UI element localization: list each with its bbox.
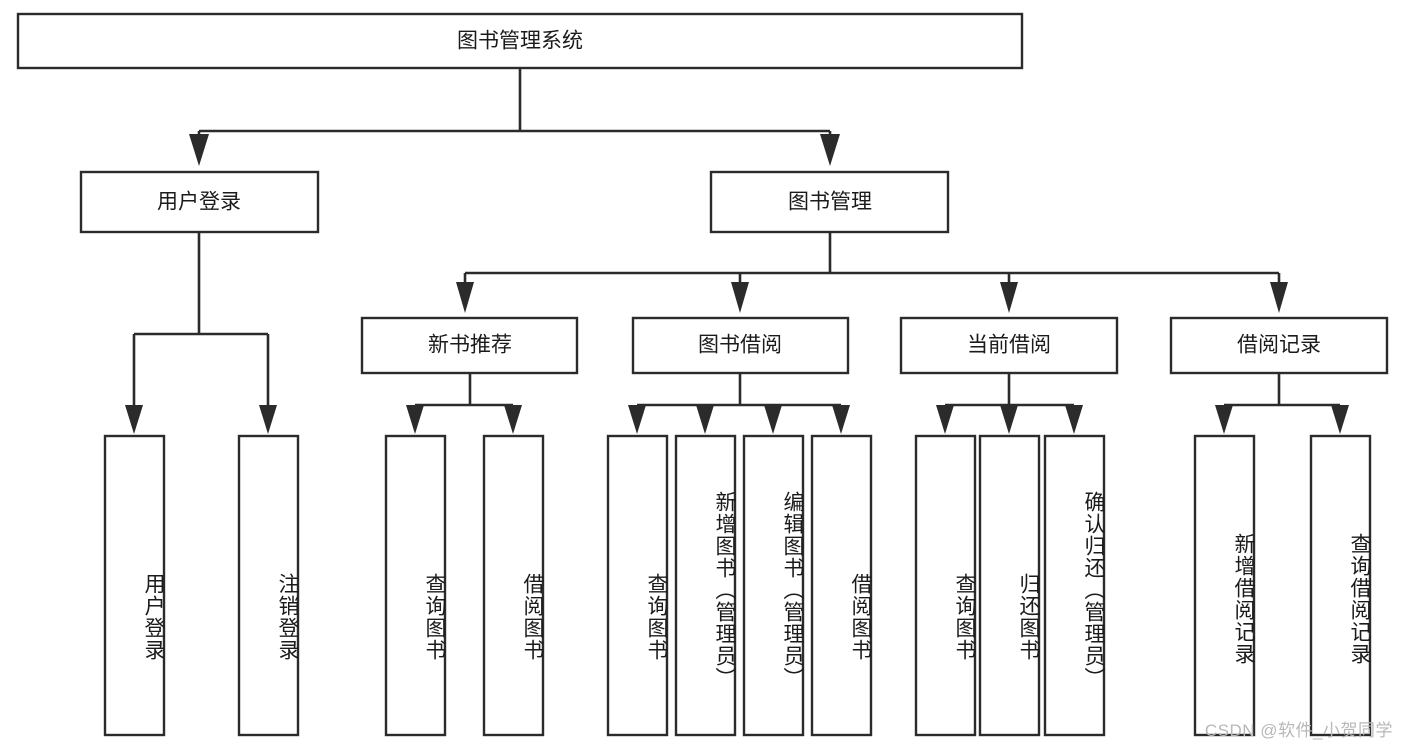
arrowhead-bb-leaf-3-icon: [764, 405, 782, 434]
arrowhead-br-leaf-2-icon: [1331, 405, 1349, 434]
leaf-box-bb-borrow-book[interactable]: [810, 434, 873, 737]
leaf-box-bb-query-book[interactable]: [606, 434, 669, 737]
arrowhead-book-mgmt-icon: [820, 134, 840, 166]
leaf-box-br-add-record[interactable]: [1193, 434, 1256, 737]
user-login-label: 用户登录: [157, 191, 241, 214]
arrowhead-current-borrow-icon: [1000, 282, 1018, 313]
arrowhead-book-borrow-icon: [731, 282, 749, 313]
arrowhead-br-leaf-1-icon: [1215, 405, 1233, 434]
arrowhead-new-book-icon: [456, 282, 474, 313]
node-borrow-record[interactable]: 借阅记录: [1169, 316, 1389, 375]
leaf-box-nbr-borrow-book[interactable]: [482, 434, 545, 737]
arrowhead-nbr-leaf-2-icon: [504, 405, 522, 434]
watermark-text: CSDN @软件_小贺同学: [1204, 721, 1393, 740]
current-borrow-label: 当前借阅: [967, 334, 1051, 357]
arrowhead-user-login-icon: [189, 134, 209, 166]
new-book-recommend-box[interactable]: [360, 316, 579, 375]
arrowhead-nbr-leaf-1-icon: [406, 405, 424, 434]
root-box[interactable]: [16, 12, 1024, 70]
node-user-login[interactable]: 用户登录: [79, 170, 320, 234]
arrowhead-leaf-user-login-icon: [125, 405, 143, 434]
current-borrow-box[interactable]: [899, 316, 1119, 375]
leaf-box-cb-return-book[interactable]: [978, 434, 1041, 737]
leaf-box-bb-add-book[interactable]: [674, 434, 737, 737]
arrowhead-bb-leaf-4-icon: [832, 405, 850, 434]
arrowhead-leaf-logout-icon: [259, 405, 277, 434]
node-root[interactable]: 图书管理系统: [16, 12, 1024, 70]
leaf-box-br-query-record[interactable]: [1309, 434, 1372, 737]
leaf-box-user-login[interactable]: [103, 434, 166, 737]
borrow-record-box[interactable]: [1169, 316, 1389, 375]
new-book-recommend-label: 新书推荐: [428, 334, 512, 357]
leaf-box-logout[interactable]: [237, 434, 300, 737]
leaf-box-cb-query-book[interactable]: [914, 434, 977, 737]
leaf-box-cb-confirm-return[interactable]: [1043, 434, 1106, 737]
arrowhead-cb-leaf-3-icon: [1065, 405, 1083, 434]
book-management-box[interactable]: [709, 170, 950, 234]
arrowhead-bb-leaf-1-icon: [628, 405, 646, 434]
arrowhead-cb-leaf-1-icon: [936, 405, 954, 434]
arrowhead-borrow-record-icon: [1270, 282, 1288, 313]
book-management-label: 图书管理: [788, 191, 872, 214]
node-current-borrow[interactable]: 当前借阅: [899, 316, 1119, 375]
book-borrow-label: 图书借阅: [698, 334, 782, 357]
node-book-borrow[interactable]: 图书借阅: [631, 316, 850, 375]
node-book-management[interactable]: 图书管理: [709, 170, 950, 234]
arrowhead-bb-leaf-2-icon: [696, 405, 714, 434]
borrow-record-label: 借阅记录: [1237, 334, 1321, 357]
leaf-box-bb-edit-book[interactable]: [742, 434, 805, 737]
arrowhead-cb-leaf-2-icon: [1000, 405, 1018, 434]
leaf-box-nbr-query-book[interactable]: [384, 434, 447, 737]
node-new-book-recommend[interactable]: 新书推荐: [360, 316, 579, 375]
root-label: 图书管理系统: [457, 30, 583, 53]
book-borrow-box[interactable]: [631, 316, 850, 375]
